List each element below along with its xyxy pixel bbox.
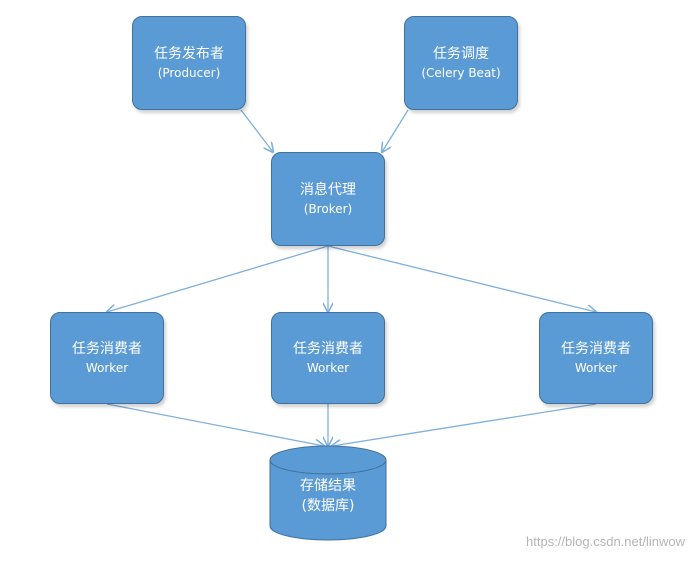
storage-cylinder-icon (269, 445, 387, 541)
storage-subtitle: (数据库) (301, 498, 355, 514)
beat-title: 任务调度 (433, 46, 489, 62)
worker2-title: 任务消费者 (293, 341, 363, 357)
storage-node: 存储结果 (数据库) (270, 476, 386, 516)
worker-node-2: 任务消费者 Worker (271, 312, 385, 404)
arrow-producer-to-broker (240, 109, 273, 152)
worker3-subtitle: Worker (574, 361, 618, 375)
arrow-worker3-to-storage (332, 403, 597, 446)
producer-title: 任务发布者 (154, 46, 224, 62)
broker-node: 消息代理 (Broker) (271, 152, 385, 246)
worker1-subtitle: Worker (85, 361, 129, 375)
broker-subtitle: (Broker) (303, 202, 353, 216)
worker3-title: 任务消费者 (561, 341, 631, 357)
arrow-broker-to-worker1 (107, 245, 329, 312)
arrow-beat-to-broker (382, 109, 409, 152)
celery-beat-node: 任务调度 (Celery Beat) (404, 16, 518, 110)
broker-title: 消息代理 (300, 182, 356, 198)
watermark-text: https://blog.csdn.net/linwow (526, 534, 685, 549)
worker-node-1: 任务消费者 Worker (50, 312, 164, 404)
worker-node-3: 任务消费者 Worker (539, 312, 653, 404)
arrow-broker-to-worker3 (327, 245, 596, 312)
beat-subtitle: (Celery Beat) (421, 66, 501, 80)
producer-subtitle: (Producer) (157, 66, 221, 80)
worker2-subtitle: Worker (306, 361, 350, 375)
worker1-title: 任务消费者 (72, 341, 142, 357)
arrow-worker1-to-storage (106, 403, 324, 446)
producer-node: 任务发布者 (Producer) (132, 16, 246, 110)
storage-title: 存储结果 (300, 478, 356, 494)
